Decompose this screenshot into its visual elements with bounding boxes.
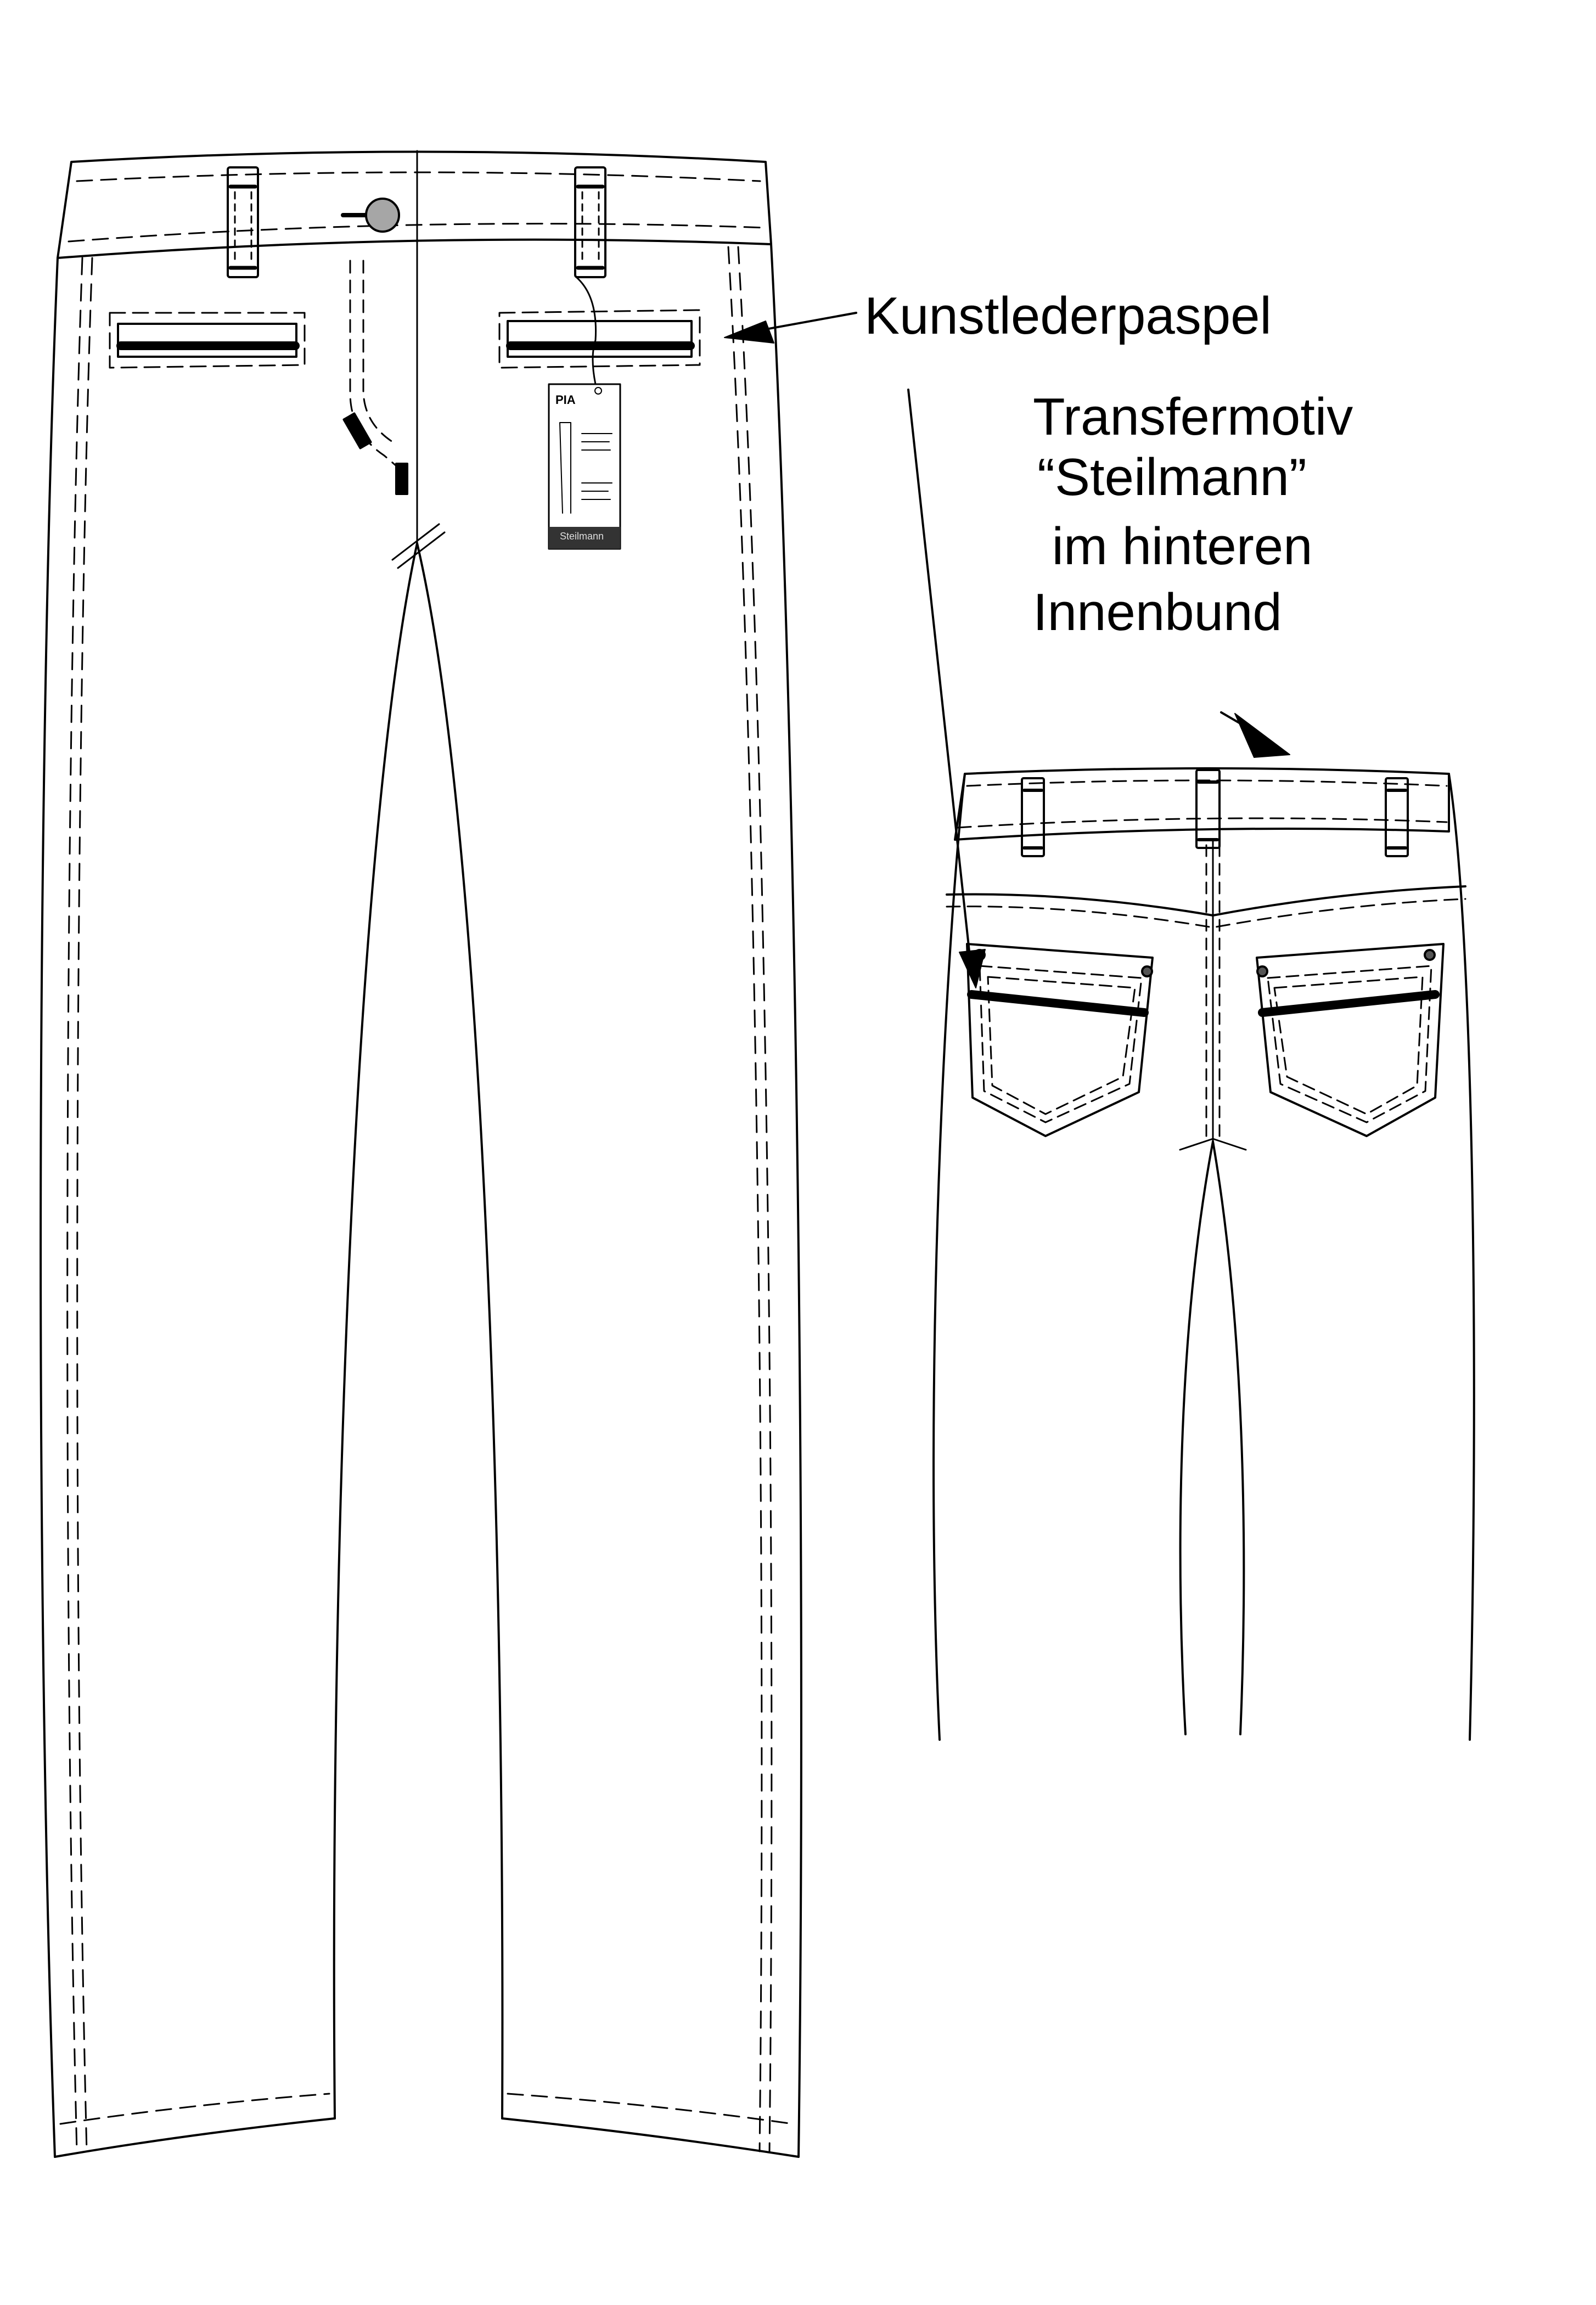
back-outer-right-seam xyxy=(1448,773,1475,1741)
piping-label: Kunstlederpaspel xyxy=(864,286,1272,345)
front-hem-stitch-right xyxy=(507,2093,794,2125)
back-outer-left-seam xyxy=(932,773,966,1741)
front-pocket-right xyxy=(498,309,774,369)
back-belt-loop-center xyxy=(1195,769,1221,849)
front-side-stitch-left-1 xyxy=(66,257,83,2152)
front-outer-right-seam xyxy=(770,243,802,2158)
back-belt-loop-right xyxy=(1385,777,1409,857)
front-button xyxy=(365,198,400,233)
back-view xyxy=(932,767,1475,1741)
back-pocket-right xyxy=(1256,943,1445,1137)
piping-leader-back xyxy=(907,389,973,972)
front-inseam-right xyxy=(416,542,504,2120)
hang-tag-brand: Steilmann xyxy=(560,531,604,542)
hang-tag-name: PIA xyxy=(555,393,576,407)
front-inseam-left xyxy=(333,542,418,2120)
front-waistband-stitch-top xyxy=(76,171,761,182)
front-hem-stitch-left xyxy=(59,2093,330,2125)
transfer-label-line-2: “Steilmann” xyxy=(1037,448,1307,507)
piping-leader-front xyxy=(765,312,857,330)
front-side-stitch-right-1 xyxy=(737,246,773,2152)
front-view xyxy=(40,150,802,2158)
front-belt-loop-right xyxy=(574,166,606,278)
back-pocket-left xyxy=(966,943,1154,1137)
front-hem-right xyxy=(501,2117,800,2158)
front-waistband xyxy=(57,150,772,259)
transfer-label-line-1: Transfermotiv xyxy=(1033,387,1353,446)
piping-arrowhead-back xyxy=(959,949,986,988)
front-pocket-left xyxy=(109,312,306,369)
back-inseam-right xyxy=(1212,1140,1245,1735)
back-inseam-left xyxy=(1179,1140,1214,1735)
transfer-label-line-4: Innenbund xyxy=(1033,583,1282,642)
front-belt-loop-left xyxy=(227,166,259,278)
front-hem-left xyxy=(54,2117,336,2158)
hang-tag xyxy=(548,276,621,550)
back-belt-loop-left xyxy=(1021,777,1045,857)
front-side-stitch-left-2 xyxy=(76,257,93,2152)
front-side-stitch-right-2 xyxy=(727,246,763,2152)
transfer-arrowhead xyxy=(1234,713,1290,758)
front-outer-left-seam xyxy=(40,257,59,2158)
transfer-label-line-3: im hinteren xyxy=(1037,517,1313,576)
front-fly-bartack xyxy=(342,412,372,449)
back-waistband-stitch-bottom xyxy=(957,817,1448,829)
back-waistband xyxy=(954,767,1450,841)
